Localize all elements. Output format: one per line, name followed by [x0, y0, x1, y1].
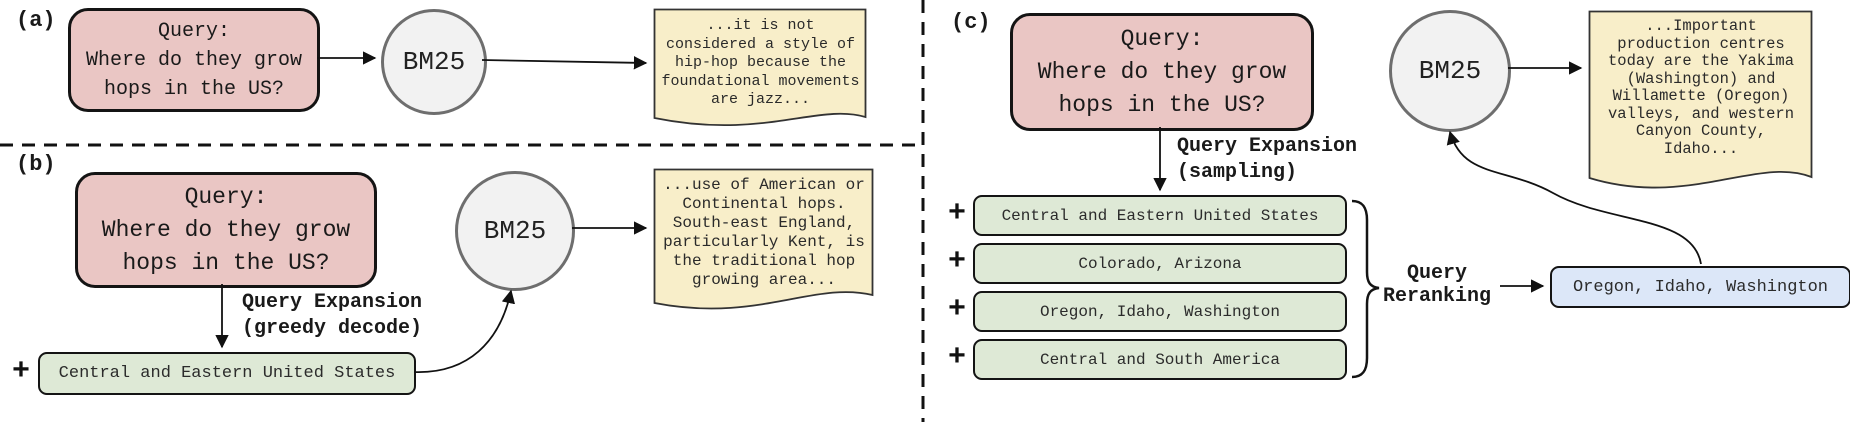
document-text-c: ...Important production centres today ar…: [1607, 17, 1795, 158]
panel-a-label: (a): [16, 8, 56, 33]
query-box-c: Query: Where do they grow hops in the US…: [1010, 13, 1314, 131]
bm25-node-a: BM25: [381, 9, 487, 115]
plus-icon-c4: +: [947, 340, 966, 375]
expansion-text-c1: Central and Eastern United States: [1001, 206, 1319, 225]
bm25-node-c: BM25: [1389, 10, 1511, 132]
document-text-b: ...use of American or Continental hops. …: [663, 176, 865, 289]
plus-icon-b: +: [11, 355, 30, 389]
query-text-b: Query: Where do they grow hops in the US…: [101, 183, 351, 276]
document-shape-a: [653, 8, 867, 127]
expansion-text-b: Central and Eastern United States: [58, 364, 396, 383]
document-c: ...Important production centres today ar…: [1588, 10, 1814, 200]
query-box-b: Query: Where do they grow hops in the US…: [75, 172, 377, 288]
document-a: ...it is not considered a style of hip-h…: [653, 8, 868, 132]
arrow-a-bm25-to-doc: [481, 56, 648, 70]
expansion-label-b: Query Expansion (greedy decode): [242, 291, 423, 340]
bm25-label-c: BM25: [1418, 56, 1482, 86]
expansion-box-c1: Central and Eastern United States: [973, 195, 1347, 236]
arrow-b-expansion-to-bm25: [413, 289, 516, 373]
panel-c-label: (c): [951, 10, 991, 35]
bm25-label-b: BM25: [483, 216, 547, 246]
expansion-text-c2: Colorado, Arizona: [1078, 254, 1242, 273]
bm25-label-a: BM25: [402, 47, 466, 77]
expansion-text-c4: Central and South America: [1039, 350, 1281, 369]
plus-icon-c3: +: [947, 292, 966, 327]
plus-icon-c1: +: [947, 196, 966, 231]
expansion-label-c: Query Expansion (sampling): [1177, 135, 1358, 184]
expansion-text-c3: Oregon, Idaho, Washington: [1039, 302, 1281, 321]
expansion-box-c2: Colorado, Arizona: [973, 243, 1347, 284]
expansion-box-c3: Oregon, Idaho, Washington: [973, 291, 1347, 332]
bm25-node-b: BM25: [455, 171, 575, 291]
brace-expansions: [1351, 199, 1380, 379]
reranked-query-text: Oregon, Idaho, Washington: [1572, 277, 1829, 297]
plus-icon-c2: +: [947, 244, 966, 279]
rerank-label: Query Reranking: [1382, 262, 1492, 308]
query-text-c: Query: Where do they grow hops in the US…: [1037, 25, 1287, 118]
document-shape-b: [653, 168, 874, 310]
expansion-box-c4: Central and South America: [973, 339, 1347, 380]
expansion-box-b: Central and Eastern United States: [38, 352, 416, 395]
document-text-a: ...it is not considered a style of hip-h…: [661, 17, 860, 108]
query-text-a: Query: Where do they grow hops in the US…: [85, 19, 303, 101]
reranked-query-box: Oregon, Idaho, Washington: [1550, 266, 1850, 308]
query-box-a: Query: Where do they grow hops in the US…: [68, 8, 320, 112]
panel-b-label: (b): [16, 152, 56, 177]
document-b: ...use of American or Continental hops. …: [653, 168, 875, 316]
